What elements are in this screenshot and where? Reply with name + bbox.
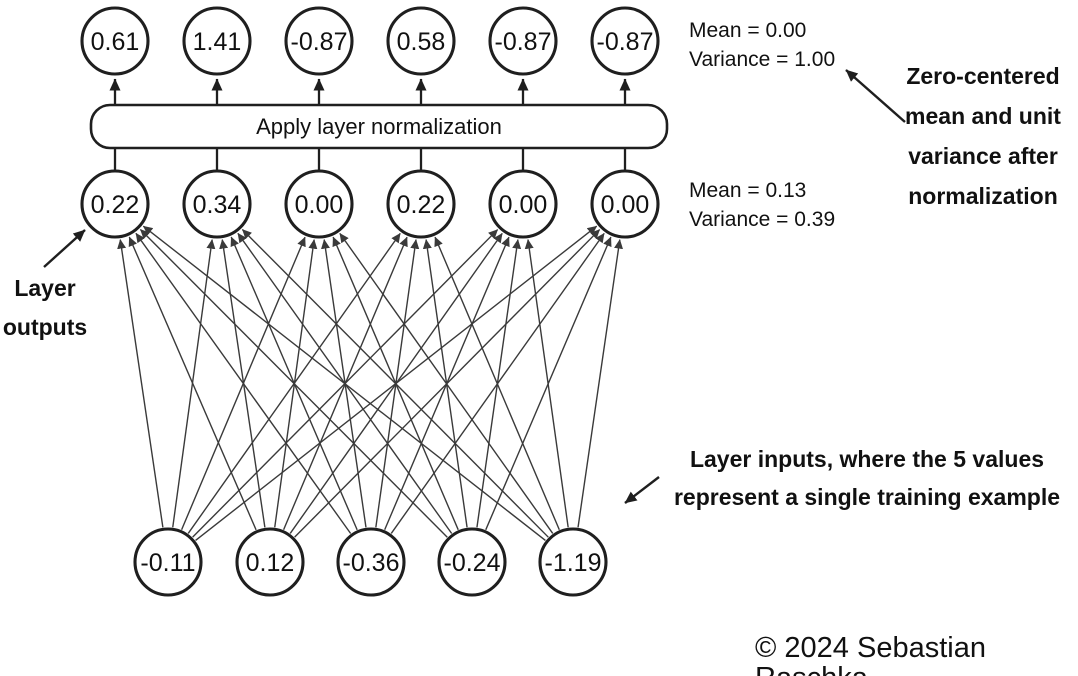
layer-inputs-arrow: [624, 476, 660, 504]
mean-after-value: Mean = 0.00: [689, 19, 807, 42]
stats-before-normalization: Mean = 0.13 Variance = 0.39: [689, 176, 835, 234]
node-normalized-4: [386, 6, 456, 76]
node-output-3: [284, 169, 354, 239]
edge-input4-to-output1: [139, 228, 448, 538]
edge-input5-to-output1: [142, 225, 546, 541]
node-input-3-value: -0.36: [343, 549, 400, 577]
annotation-line: Layer: [14, 275, 76, 301]
variance-after-value: Variance = 1.00: [689, 48, 836, 71]
node-input-5: [538, 527, 608, 597]
node-normalized-1-value: 0.61: [91, 28, 140, 56]
mean-before-value: Mean = 0.13: [689, 179, 807, 202]
edge-input5-to-output2: [241, 229, 549, 538]
stats-after-normalization: Mean = 0.00 Variance = 1.00: [689, 16, 835, 74]
node-input-3: [336, 527, 406, 597]
normalization-box: [89, 103, 669, 150]
node-output-6: [590, 169, 660, 239]
edge-input5-to-output4: [434, 236, 560, 531]
layer-outputs-annotation: Layer outputs: [0, 269, 90, 347]
box-connections: [109, 78, 631, 170]
edge-input5-to-output3: [339, 232, 554, 534]
node-normalized-3: [284, 6, 354, 76]
node-output-5-value: 0.00: [499, 191, 548, 219]
node-input-5-value: -1.19: [545, 549, 602, 577]
layer-inputs-annotation: Layer inputs, where the 5 values represe…: [667, 440, 1067, 516]
edge-input1-to-output1: [117, 239, 164, 528]
input-output-connections: [117, 225, 623, 541]
node-output-5: [488, 169, 558, 239]
annotation-line: variance after: [908, 143, 1058, 169]
node-normalized-1: [80, 6, 150, 76]
nodes: 0.61 1.41 -0.87 0.58 -0.87 -0.87 0.22 0.34 0.00 0…: [80, 6, 660, 597]
node-input-2-value: 0.12: [246, 549, 295, 577]
edge-input3-to-output1: [135, 232, 352, 534]
normalization-box-label: Apply layer normalization: [256, 114, 502, 139]
node-normalized-2-value: 1.41: [193, 28, 242, 56]
zero-centered-annotation: Zero-centered mean and unit variance aft…: [893, 56, 1073, 216]
node-output-4-value: 0.22: [397, 191, 446, 219]
zero-centered-arrow: [845, 69, 906, 123]
node-normalized-5: [488, 6, 558, 76]
node-input-2: [235, 527, 305, 597]
node-input-1: [133, 527, 203, 597]
node-normalized-2: [182, 6, 252, 76]
annotation-line: mean and unit: [905, 103, 1061, 129]
annotation-line: represent a single training example: [673, 484, 1061, 510]
node-output-4: [386, 169, 456, 239]
node-input-4: [437, 527, 507, 597]
node-normalized-4-value: 0.58: [397, 28, 446, 56]
copyright-notice: © 2024 Sebastian Raschka: [755, 632, 986, 676]
node-input-1-value: -0.11: [140, 549, 195, 577]
node-output-2-value: 0.34: [193, 191, 242, 219]
layer-outputs-arrow: [43, 229, 86, 268]
node-output-6-value: 0.00: [601, 191, 650, 219]
annotation-line: normalization: [908, 183, 1058, 209]
node-normalized-3-value: -0.87: [291, 28, 348, 56]
callout-arrows: [43, 69, 906, 504]
variance-before-value: Variance = 0.39: [689, 208, 836, 231]
node-output-3-value: 0.00: [295, 191, 344, 219]
node-output-2: [182, 169, 252, 239]
annotation-line: outputs: [2, 314, 88, 340]
node-normalized-5-value: -0.87: [495, 28, 552, 56]
node-input-4-value: -0.24: [444, 549, 501, 577]
node-normalized-6: [590, 6, 660, 76]
annotation-line: Zero-centered: [906, 63, 1060, 89]
node-output-1-value: 0.22: [91, 191, 140, 219]
node-output-1: [80, 169, 150, 239]
edge-input2-to-output1: [128, 236, 257, 531]
annotation-line: Layer inputs, where the 5 values: [689, 446, 1045, 472]
edge-input5-to-output5: [524, 239, 569, 528]
node-normalized-6-value: -0.87: [597, 28, 654, 56]
edge-input5-to-output6: [577, 239, 623, 528]
